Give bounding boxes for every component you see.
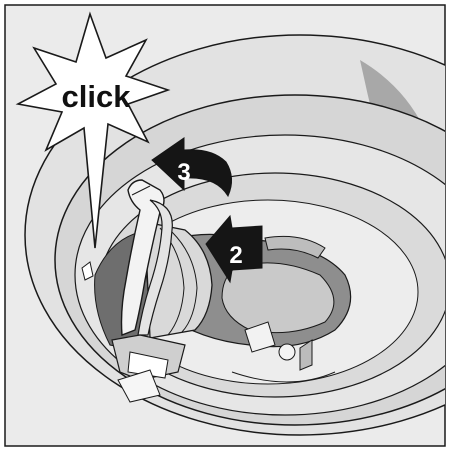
latch-pin [278, 343, 296, 361]
sump-floor [221, 262, 335, 334]
sump-ledge [264, 235, 326, 259]
step-2-label: 2 [229, 242, 242, 269]
step-3-arrow: 3 [151, 137, 232, 198]
click-callout: click [15, 11, 171, 249]
filter-handle [120, 179, 165, 336]
filter-base-notch [127, 351, 169, 379]
sump-lip-line [231, 371, 336, 383]
latch-block [244, 321, 276, 353]
straight-arrow-shape [205, 214, 263, 284]
step-2-arrow: 2 [205, 214, 263, 284]
curved-arrow-shape [151, 137, 232, 198]
filter-body-ridge [171, 231, 198, 333]
click-label: click [62, 79, 132, 114]
click-point-marker [81, 261, 94, 281]
filter-handle-side [137, 199, 173, 336]
filter-handle-edge [131, 185, 151, 196]
filter-tab [117, 369, 161, 403]
starburst-shape [15, 11, 171, 249]
latch-post [299, 339, 313, 371]
step-3-label: 3 [177, 159, 190, 186]
